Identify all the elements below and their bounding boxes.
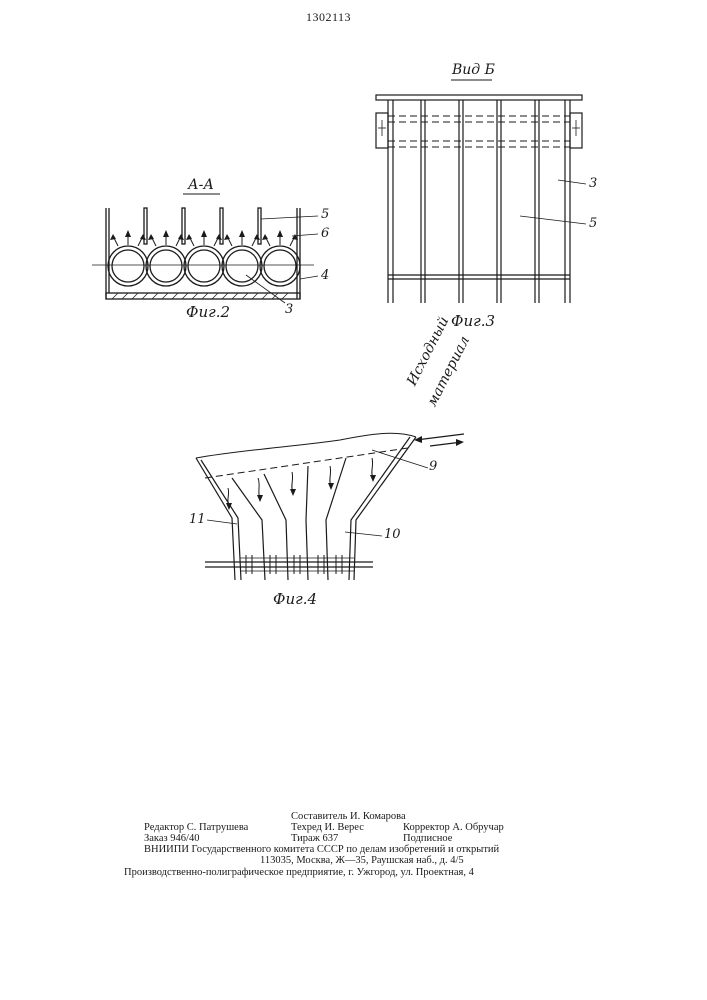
imprint-printer: Производственно-полиграфическое предприя… bbox=[124, 867, 474, 878]
fig4-callout-10: 10 bbox=[384, 527, 401, 542]
fig4-callout-11: 11 bbox=[189, 512, 206, 527]
fig4-callout-9: 9 bbox=[429, 459, 437, 474]
imprint-compiler: Составитель И. Комарова bbox=[291, 811, 406, 822]
imprint-techred: Техред И. Верес bbox=[291, 822, 364, 833]
imprint-corrector: Корректор А. Обручар bbox=[403, 822, 504, 833]
imprint-subscription: Подписное bbox=[403, 833, 452, 844]
imprint-editor: Редактор С. Патрушева bbox=[144, 822, 248, 833]
imprint-order: Заказ 946/40 bbox=[144, 833, 199, 844]
imprint-circulation: Тираж 637 bbox=[291, 833, 338, 844]
imprint-institute: ВНИИПИ Государственного комитета СССР по… bbox=[144, 844, 499, 855]
imprint-address: 113035, Москва, Ж—35, Раушская наб., д. … bbox=[260, 855, 464, 866]
fig4-caption: Фиг.4 bbox=[273, 590, 317, 608]
